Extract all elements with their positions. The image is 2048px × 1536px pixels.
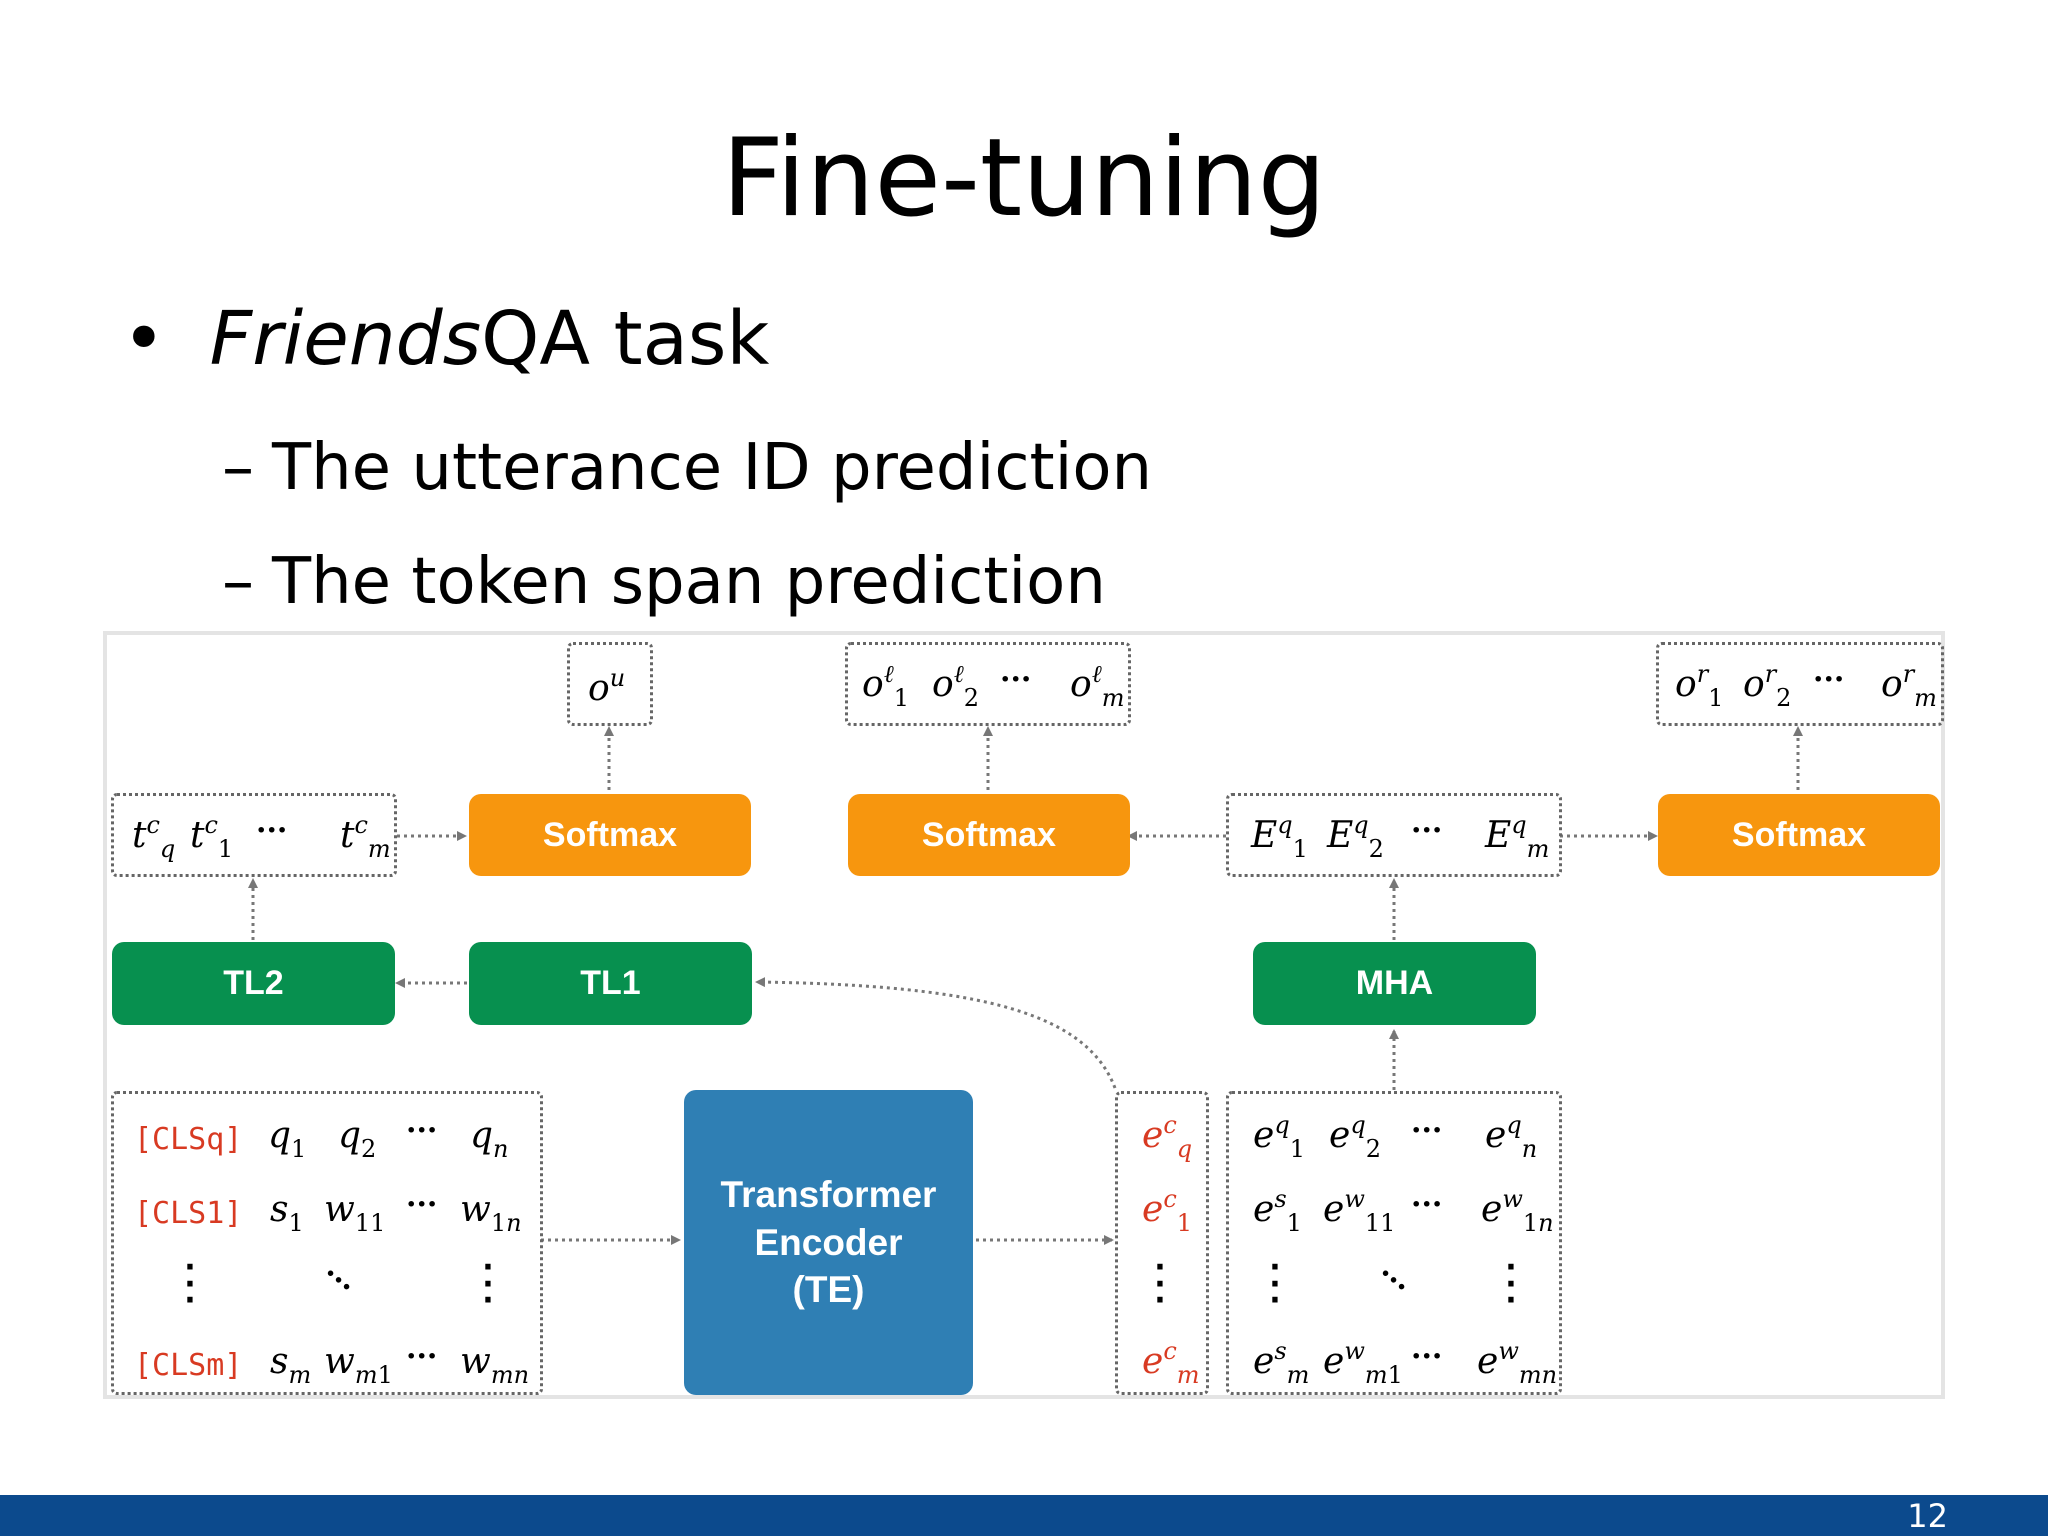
arrow-ec-to-tl1 [755, 977, 1117, 1089]
softmax-block-end: Softmax [1658, 794, 1940, 876]
subbullet-token-span: –The token span prediction [222, 550, 1106, 614]
bullet-text: QA task [481, 296, 770, 382]
footer-bar: 12 [0, 1495, 2048, 1536]
bullet-friendsqa: •FriendsQA task [122, 302, 769, 376]
ec-column: ecq ec1 ··· ecm [1115, 1091, 1209, 1395]
input-matrix: [CLSq] q1 q2 ··· qn [CLS1] s1 w11 ··· w1… [111, 1091, 543, 1395]
output-box-ou: ou [567, 642, 653, 726]
bullet-italic: Friends [209, 296, 482, 382]
transformer-encoder-block: Transformer Encoder (TE) [684, 1090, 973, 1395]
vector-box-tc: tcq tc1 ··· tcm [111, 793, 397, 877]
bullet-dot: • [122, 296, 166, 382]
cls-1-token: [CLS1] [134, 1196, 243, 1231]
tl1-block: TL1 [469, 942, 752, 1025]
dash: – [222, 545, 254, 619]
tl2-block: TL2 [112, 942, 395, 1025]
mha-block: MHA [1253, 942, 1536, 1025]
softmax-block-start: Softmax [848, 794, 1130, 876]
page-number: 12 [1907, 1497, 1948, 1535]
cls-m-token: [CLSm] [134, 1348, 243, 1383]
output-box-or: or1 or2 ··· orm [1656, 642, 1944, 726]
subbullet-text: The utterance ID prediction [272, 431, 1153, 505]
dash: – [222, 431, 254, 505]
vector-box-Eq: Eq1 Eq2 ··· Eqm [1226, 793, 1562, 877]
cls-q-token: [CLSq] [134, 1122, 243, 1157]
subbullet-text: The token span prediction [272, 545, 1106, 619]
slide-title: Fine-tuning [721, 116, 1327, 241]
te-line-2: Encoder [754, 1221, 903, 1263]
architecture-diagram: ou oℓ1 oℓ2 ··· oℓm or1 or2 ··· orm tcq t… [103, 631, 1945, 1399]
te-line-1: Transformer [720, 1174, 937, 1216]
te-line-3: (TE) [792, 1269, 865, 1311]
connector-layer [248, 726, 1803, 1245]
embedding-matrix: eq1 eq2 ··· eqn es1 ew11 ··· ew1n ··· ··… [1226, 1091, 1562, 1395]
output-box-ol: oℓ1 oℓ2 ··· oℓm [845, 642, 1131, 726]
softmax-block-utterance: Softmax [469, 794, 751, 876]
subbullet-utterance: –The utterance ID prediction [222, 436, 1152, 500]
